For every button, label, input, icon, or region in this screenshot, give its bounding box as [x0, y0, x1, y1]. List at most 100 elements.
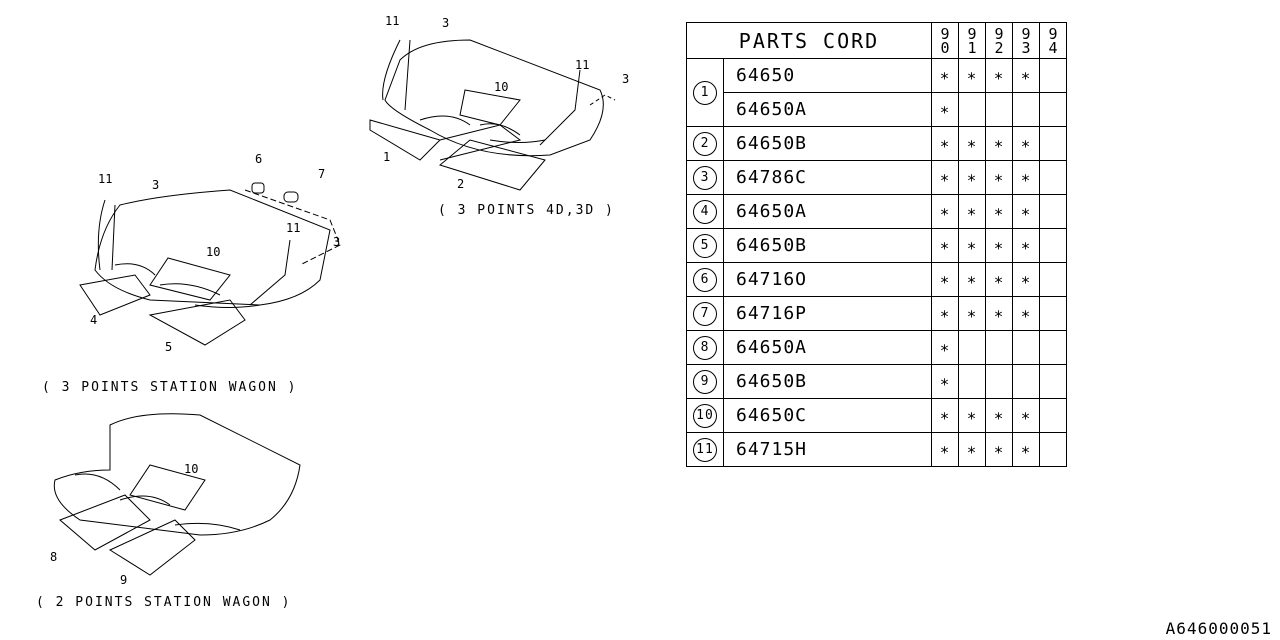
callout-8: 8 — [50, 550, 58, 564]
year-applicability-91: ∗ — [958, 194, 986, 229]
year-applicability-94 — [1039, 194, 1067, 229]
callout-4: 4 — [90, 313, 98, 327]
year-applicability-90: ∗ — [931, 364, 959, 399]
year-applicability-90: ∗ — [931, 92, 959, 127]
year-applicability-90: ∗ — [931, 398, 959, 433]
year-applicability-90: ∗ — [931, 58, 959, 93]
part-code: 64716P — [723, 296, 932, 331]
callout-2: 2 — [457, 177, 465, 191]
part-code: 64650A — [723, 92, 932, 127]
year-applicability-94 — [1039, 262, 1067, 297]
year-applicability-91 — [958, 364, 986, 399]
ref-number: 9 — [686, 364, 724, 399]
year-applicability-92 — [985, 364, 1013, 399]
sedan-caption: ( 3 POINTS 4D,3D ) — [438, 203, 615, 218]
ref-number: 8 — [686, 330, 724, 365]
year-applicability-92: ∗ — [985, 160, 1013, 195]
year-applicability-92: ∗ — [985, 296, 1013, 331]
year-applicability-94 — [1039, 126, 1067, 161]
year-applicability-93 — [1012, 92, 1040, 127]
callout-9: 9 — [120, 573, 128, 587]
year-applicability-93: ∗ — [1012, 296, 1040, 331]
part-code: 64650A — [723, 194, 932, 229]
sedan-3-point-diagram — [369, 39, 616, 191]
ref-circle: 10 — [693, 404, 717, 428]
year-applicability-92: ∗ — [985, 58, 1013, 93]
year-applicability-93: ∗ — [1012, 432, 1040, 467]
year-applicability-94 — [1039, 330, 1067, 365]
ref-circle: 6 — [693, 268, 717, 292]
part-code: 64716O — [723, 262, 932, 297]
ref-circle: 4 — [693, 200, 717, 224]
part-code: 64650B — [723, 364, 932, 399]
part-code: 64786C — [723, 160, 932, 195]
callout-11: 11 — [385, 14, 400, 28]
part-code: 64650C — [723, 398, 932, 433]
callout-3: 3 — [442, 16, 450, 30]
year-applicability-90: ∗ — [931, 296, 959, 331]
ref-number: 4 — [686, 194, 724, 229]
ref-number: 6 — [686, 262, 724, 297]
ref-circle: 11 — [693, 438, 717, 462]
table-row: 64650A∗ — [687, 92, 1067, 127]
wagon-3-point-diagram — [79, 182, 341, 346]
year-applicability-94 — [1039, 228, 1067, 263]
year-applicability-92: ∗ — [985, 126, 1013, 161]
year-applicability-91: ∗ — [958, 160, 986, 195]
year-applicability-93: ∗ — [1012, 228, 1040, 263]
drawing-id: A646000051 — [1165, 619, 1272, 638]
callout-3: 3 — [152, 178, 160, 192]
year-applicability-90: ∗ — [931, 194, 959, 229]
year-applicability-92 — [985, 330, 1013, 365]
ref-number: 7 — [686, 296, 724, 331]
wagon3-caption: ( 3 POINTS STATION WAGON ) — [42, 380, 298, 395]
year-applicability-90: ∗ — [931, 228, 959, 263]
ref-circle: 7 — [693, 302, 717, 326]
year-applicability-90: ∗ — [931, 432, 959, 467]
year-applicability-93: ∗ — [1012, 126, 1040, 161]
callout-10: 10 — [206, 245, 221, 259]
part-code: 64650 — [723, 58, 932, 93]
callout-6: 6 — [255, 152, 263, 166]
year-applicability-94 — [1039, 398, 1067, 433]
ref-number: 10 — [686, 398, 724, 433]
callout-1: 1 — [383, 150, 391, 164]
year-applicability-91: ∗ — [958, 296, 986, 331]
callout-10: 10 — [184, 462, 199, 476]
year-applicability-90: ∗ — [931, 160, 959, 195]
year-applicability-93: ∗ — [1012, 58, 1040, 93]
ref-circle: 3 — [693, 166, 717, 190]
ref-number: 1 — [686, 58, 724, 127]
callout-11: 11 — [98, 172, 113, 186]
year-applicability-92: ∗ — [985, 194, 1013, 229]
year-applicability-94 — [1039, 364, 1067, 399]
callout-3: 3 — [622, 72, 630, 86]
ref-number: 11 — [686, 432, 724, 467]
callout-7: 7 — [318, 167, 326, 181]
year-applicability-90: ∗ — [931, 330, 959, 365]
callout-10: 10 — [494, 80, 509, 94]
callout-11: 11 — [286, 221, 301, 235]
ref-circle: 8 — [693, 336, 717, 360]
part-code: 64650A — [723, 330, 932, 365]
wagon2-caption: ( 2 POINTS STATION WAGON ) — [36, 595, 292, 610]
year-applicability-91: ∗ — [958, 228, 986, 263]
year-applicability-92 — [985, 92, 1013, 127]
year-applicability-93: ∗ — [1012, 160, 1040, 195]
year-applicability-91 — [958, 92, 986, 127]
part-code: 64650B — [723, 228, 932, 263]
part-code: 64650B — [723, 126, 932, 161]
ref-circle: 5 — [693, 234, 717, 258]
year-applicability-94 — [1039, 296, 1067, 331]
year-applicability-93: ∗ — [1012, 262, 1040, 297]
